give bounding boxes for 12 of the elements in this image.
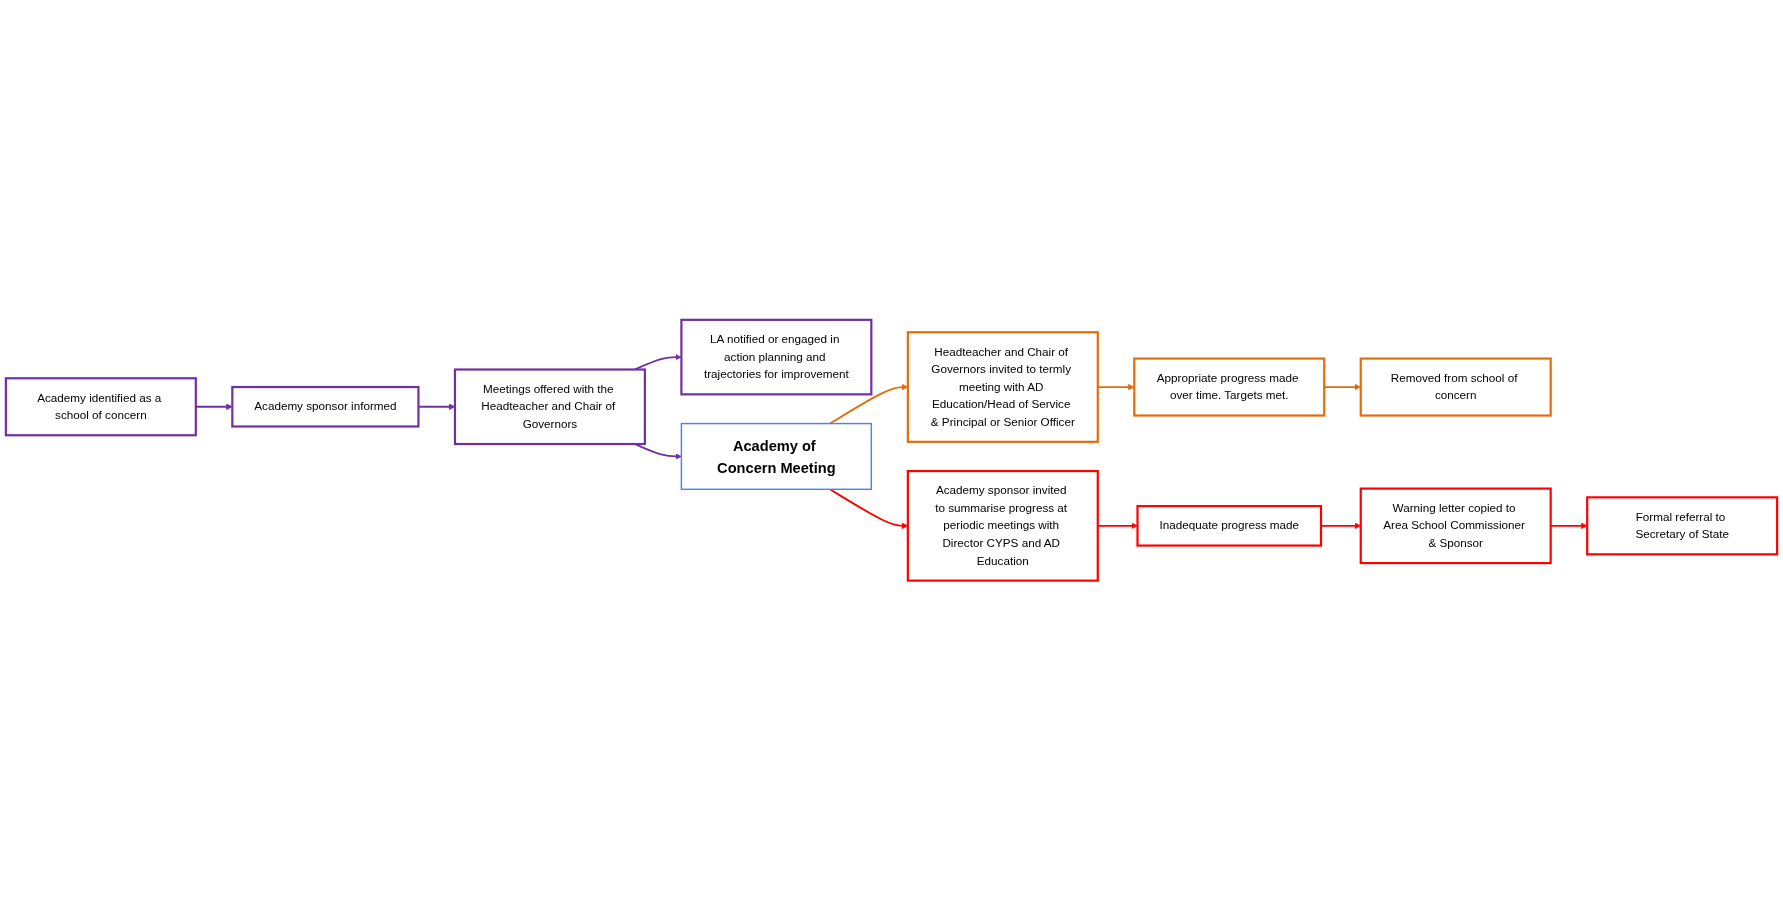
node-box: Meetings offered with the Headteacher and Chair of Governors [453,368,646,445]
node-box: Academy of Concern Meeting [680,422,873,490]
node-box: Academy identified as a school of concern [4,376,197,437]
node-box: Appropriate progress made over time. Targets met. [1133,357,1326,417]
node-box: Removed from school of concern [1359,357,1552,417]
node-box: Academy sponsor informed [231,385,420,428]
node-box: Formal referral to Secretary of State [1586,496,1779,556]
node-box: Warning letter copied to Area School Commissioner & Sponsor [1359,487,1552,564]
node-box: Academy sponsor invited to summarise progress at periodic meetings with Director CYPS and AD Education [906,469,1099,582]
node-box: Inadequate progress made [1136,504,1323,547]
node-box: LA notified or engaged in action planning and trajectories for improvement [680,318,873,396]
node-box: Headteacher and Chair of Governors invited to termly meeting with AD Education/Head of Service & Principal or Senior Officer [906,330,1099,443]
